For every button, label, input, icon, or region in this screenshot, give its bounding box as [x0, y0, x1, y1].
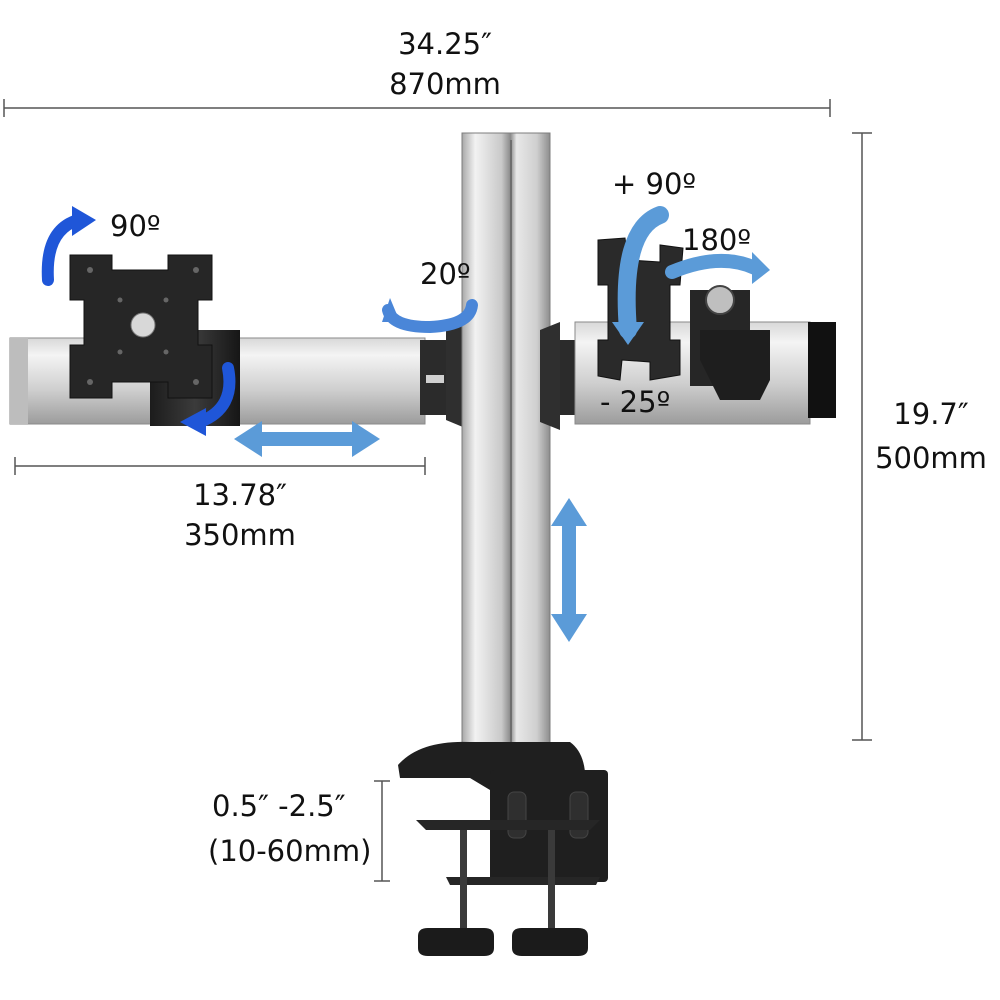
vertical-pole: [461, 132, 551, 754]
total-width-dimension: [3, 99, 831, 117]
clamp-range-dimension: [374, 780, 390, 882]
arm-length-mm: 350mm: [184, 518, 296, 552]
arm-swivel-label: 20º: [420, 257, 471, 291]
arm-length-inches: 13.78″: [193, 478, 287, 512]
swivel-label: 180º: [682, 223, 752, 257]
clamp-range-mm: (10-60mm): [208, 834, 372, 868]
right-arm: [540, 285, 836, 430]
arm-length-dimension: [14, 457, 426, 475]
tilt-arrow: [612, 206, 669, 345]
swivel-arrow-arm: [382, 298, 478, 334]
left-plate-rotation-label: 90º: [110, 209, 161, 243]
rotation-arrow-left-top: [41, 206, 96, 286]
desk-clamp: [398, 741, 608, 956]
height-inches: 19.7″: [893, 397, 969, 431]
tilt-down-label: - 25º: [600, 385, 671, 419]
rotation-arrow-left-bottom: [180, 362, 236, 436]
tilt-up-label: + 90º: [612, 167, 697, 201]
height-mm: 500mm: [875, 441, 987, 475]
arm-extension-arrow: [234, 421, 380, 457]
total-width-inches: 34.25″: [398, 27, 492, 61]
left-vesa-plate: [69, 254, 213, 399]
swivel-arrow-head: [665, 252, 770, 284]
height-adjust-arrow: [551, 498, 587, 642]
clamp-range-inches: 0.5″ -2.5″: [212, 789, 346, 823]
right-vesa-plate: [597, 237, 684, 381]
total-width-mm: 870mm: [389, 67, 501, 101]
height-dimension: [852, 132, 872, 741]
